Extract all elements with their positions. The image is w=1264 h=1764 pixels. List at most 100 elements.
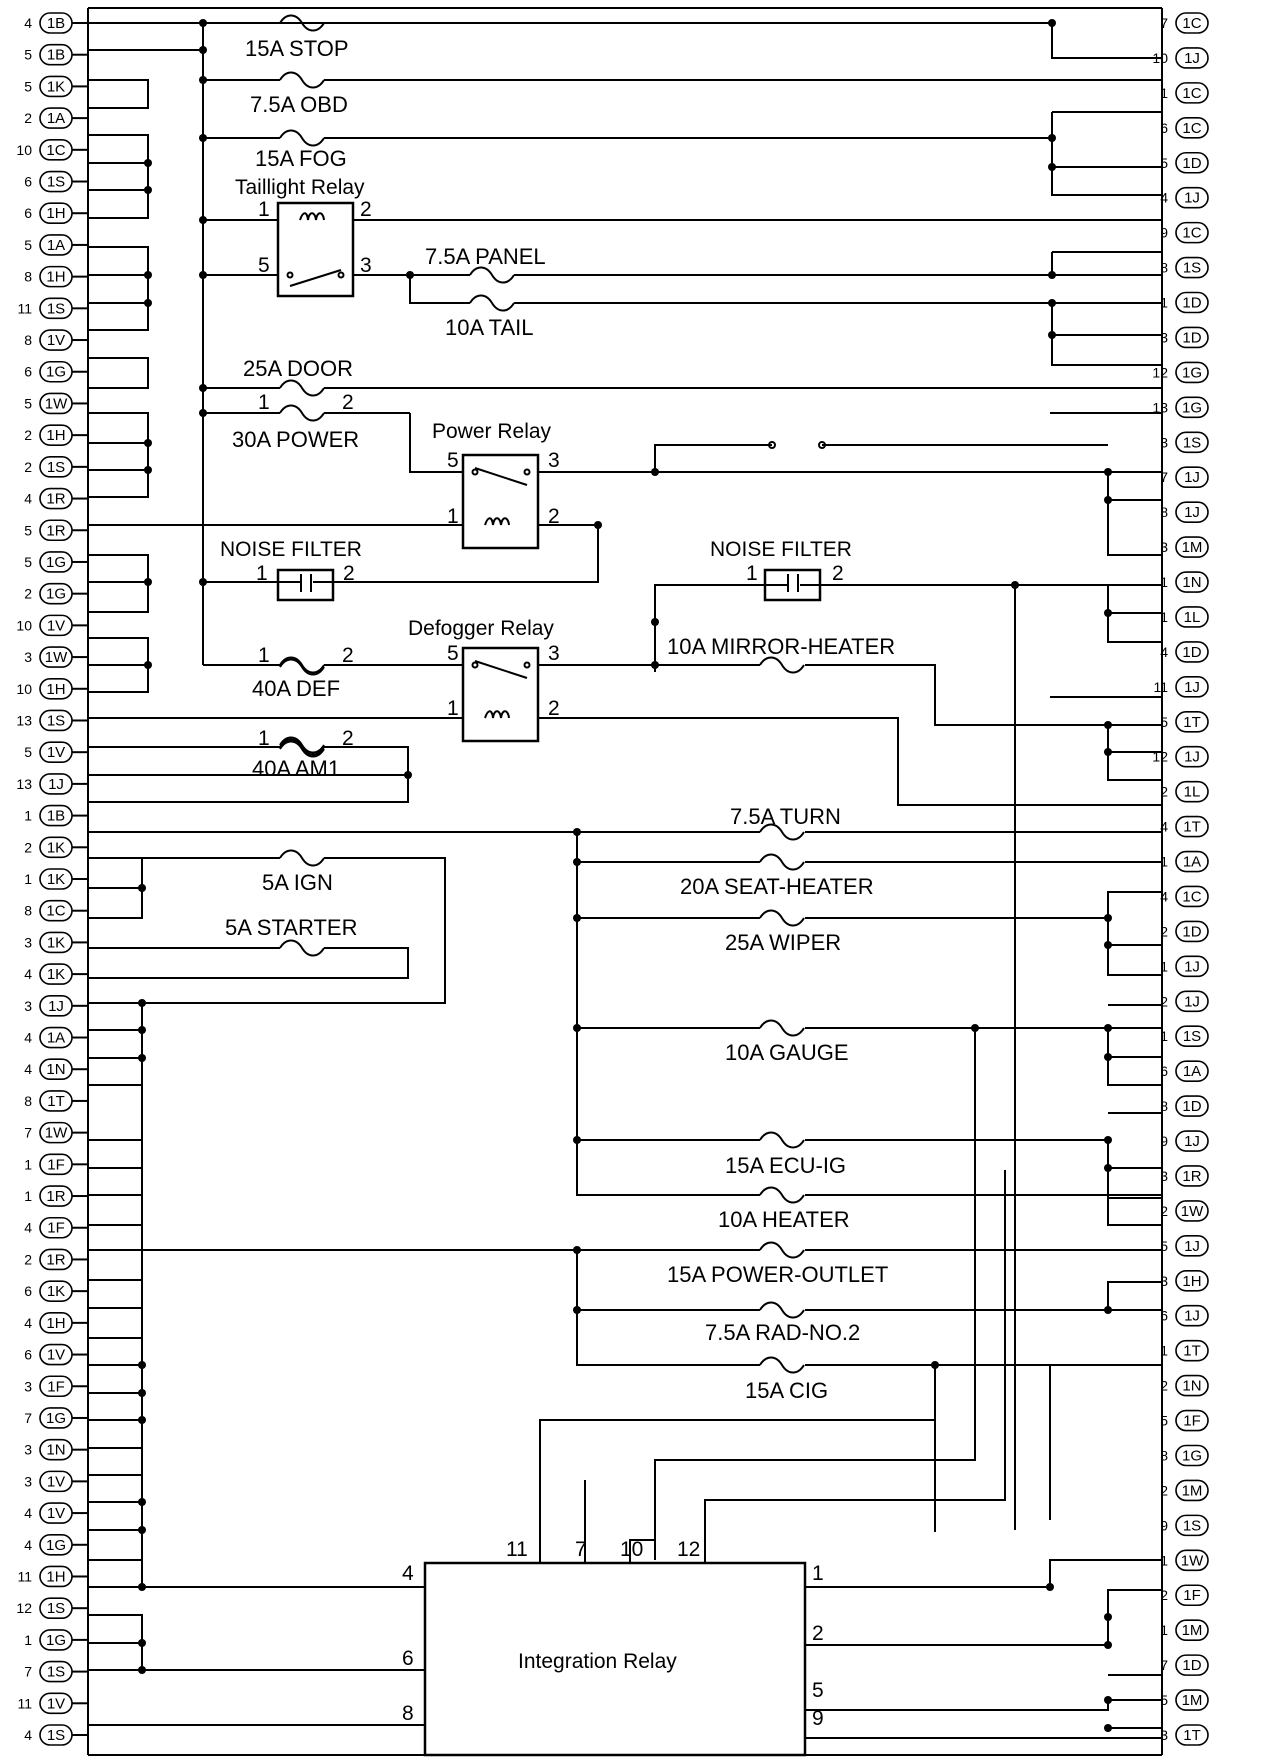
connector-id: 1K bbox=[47, 871, 65, 888]
connector-id: 1S bbox=[47, 1664, 65, 1681]
terminal-pin-number: 6 bbox=[24, 1347, 32, 1363]
tl-pin-5: 5 bbox=[258, 254, 270, 277]
connector-id: 1R bbox=[46, 491, 65, 508]
wire-junction-dot bbox=[1104, 1641, 1112, 1649]
connector-id: 1D bbox=[1182, 295, 1201, 312]
connector-terminal: 10 1H bbox=[16, 677, 88, 700]
terminal-pin-number: 5 bbox=[24, 47, 32, 63]
connector-badge bbox=[1175, 12, 1209, 34]
connector-id: 1C bbox=[1182, 888, 1201, 905]
connector-id: 1J bbox=[1184, 993, 1200, 1010]
integration-feeds bbox=[539, 585, 1051, 1560]
connector-id: 1J bbox=[1184, 1238, 1200, 1255]
wire-junction-dot bbox=[144, 661, 152, 669]
connector-id: 1G bbox=[46, 554, 66, 571]
ign-starter: 5A IGN 5A STARTER bbox=[88, 849, 446, 1004]
connector-badge bbox=[1175, 1619, 1209, 1641]
wire-junction-dot bbox=[199, 46, 207, 54]
connector-id: 1D bbox=[1182, 155, 1201, 172]
connector-badge bbox=[1175, 47, 1209, 69]
terminal-pin-number: 10 bbox=[16, 681, 32, 697]
connector-id: 1F bbox=[47, 1220, 65, 1237]
fuse-mirror-heater-label: 10A MIRROR-HEATER bbox=[667, 634, 895, 659]
connector-id: 1F bbox=[47, 1156, 65, 1173]
connector-badge bbox=[1175, 396, 1209, 419]
connector-id: 1V bbox=[47, 332, 65, 349]
connector-badge bbox=[1175, 815, 1209, 838]
connector-badge bbox=[1175, 431, 1209, 454]
connector-id: 1G bbox=[46, 364, 66, 381]
tl-pin-3: 3 bbox=[360, 254, 372, 277]
terminal-pin-number: 2 bbox=[24, 110, 32, 126]
terminal-pin-number: 8 bbox=[1160, 260, 1168, 276]
wire-junction-dot bbox=[573, 828, 581, 836]
ir-pin-2: 2 bbox=[812, 1622, 824, 1645]
fuse-ecu-ig-label: 15A ECU-IG bbox=[725, 1153, 846, 1178]
connector-id: 1S bbox=[47, 174, 65, 191]
left-jumpers bbox=[88, 79, 149, 1671]
terminal-pin-number: 12 bbox=[16, 1600, 32, 1616]
connector-badge bbox=[1175, 1339, 1209, 1362]
acc-bus: 15A POWER-OUTLET 7.5A RAD-NO.2 15A CIG bbox=[88, 1241, 1162, 1532]
terminal-pin-number: 7 bbox=[24, 1664, 32, 1680]
nf-right-pin-1: 1 bbox=[746, 562, 758, 585]
terminal-pin-number: 11 bbox=[17, 1695, 32, 1711]
connector-badge bbox=[1175, 780, 1209, 803]
terminal-pin-number: 1 bbox=[1160, 1343, 1168, 1359]
terminal-pin-number: 3 bbox=[24, 649, 32, 665]
nf-left-pin-1: 1 bbox=[256, 562, 268, 585]
wire-junction-dot bbox=[144, 439, 152, 447]
connector-id: 1V bbox=[47, 617, 65, 634]
fuse-fog: 15A FOG bbox=[203, 111, 1162, 196]
terminal-pin-number: 5 bbox=[24, 744, 32, 760]
connector-badge bbox=[1175, 1374, 1209, 1397]
connector-badge bbox=[1175, 1654, 1209, 1676]
pr-pin-3: 3 bbox=[548, 449, 560, 472]
wire-junction-dot bbox=[138, 884, 146, 892]
wire-junction-dot bbox=[144, 466, 152, 474]
connector-badge bbox=[1175, 1514, 1209, 1537]
wire-junction-dot bbox=[1104, 1136, 1112, 1144]
connector-badge bbox=[1175, 361, 1209, 384]
connector-id: 1M bbox=[1182, 1482, 1203, 1499]
terminal-pin-number: 4 bbox=[24, 1505, 32, 1521]
wire-junction-dot bbox=[1104, 496, 1112, 504]
fuse-ign-label: 5A IGN bbox=[262, 870, 333, 895]
connector-badge bbox=[1175, 850, 1209, 873]
connector-id: 1G bbox=[1182, 1447, 1202, 1464]
fuse-panel-tail: 7.5A PANEL 10A TAIL bbox=[409, 244, 1162, 366]
connector-id: 1D bbox=[1182, 329, 1201, 346]
terminal-pin-number: 7 bbox=[24, 1410, 32, 1426]
connector-badge bbox=[1175, 466, 1209, 489]
wire-junction-dot bbox=[573, 914, 581, 922]
wire-junction-dot bbox=[138, 1389, 146, 1397]
terminal-pin-number: 1 bbox=[1160, 1622, 1168, 1638]
wire-junction-dot bbox=[573, 1024, 581, 1032]
terminal-pin-number: 1 bbox=[1160, 1552, 1168, 1568]
connector-id: 1V bbox=[47, 1347, 65, 1364]
connector-id: 1H bbox=[46, 681, 65, 698]
terminal-pin-number: 8 bbox=[24, 332, 32, 348]
terminal-pin-number: 3 bbox=[1160, 1168, 1168, 1184]
connector-terminal: 8 1V bbox=[24, 329, 88, 351]
connector-badge bbox=[1175, 117, 1209, 139]
